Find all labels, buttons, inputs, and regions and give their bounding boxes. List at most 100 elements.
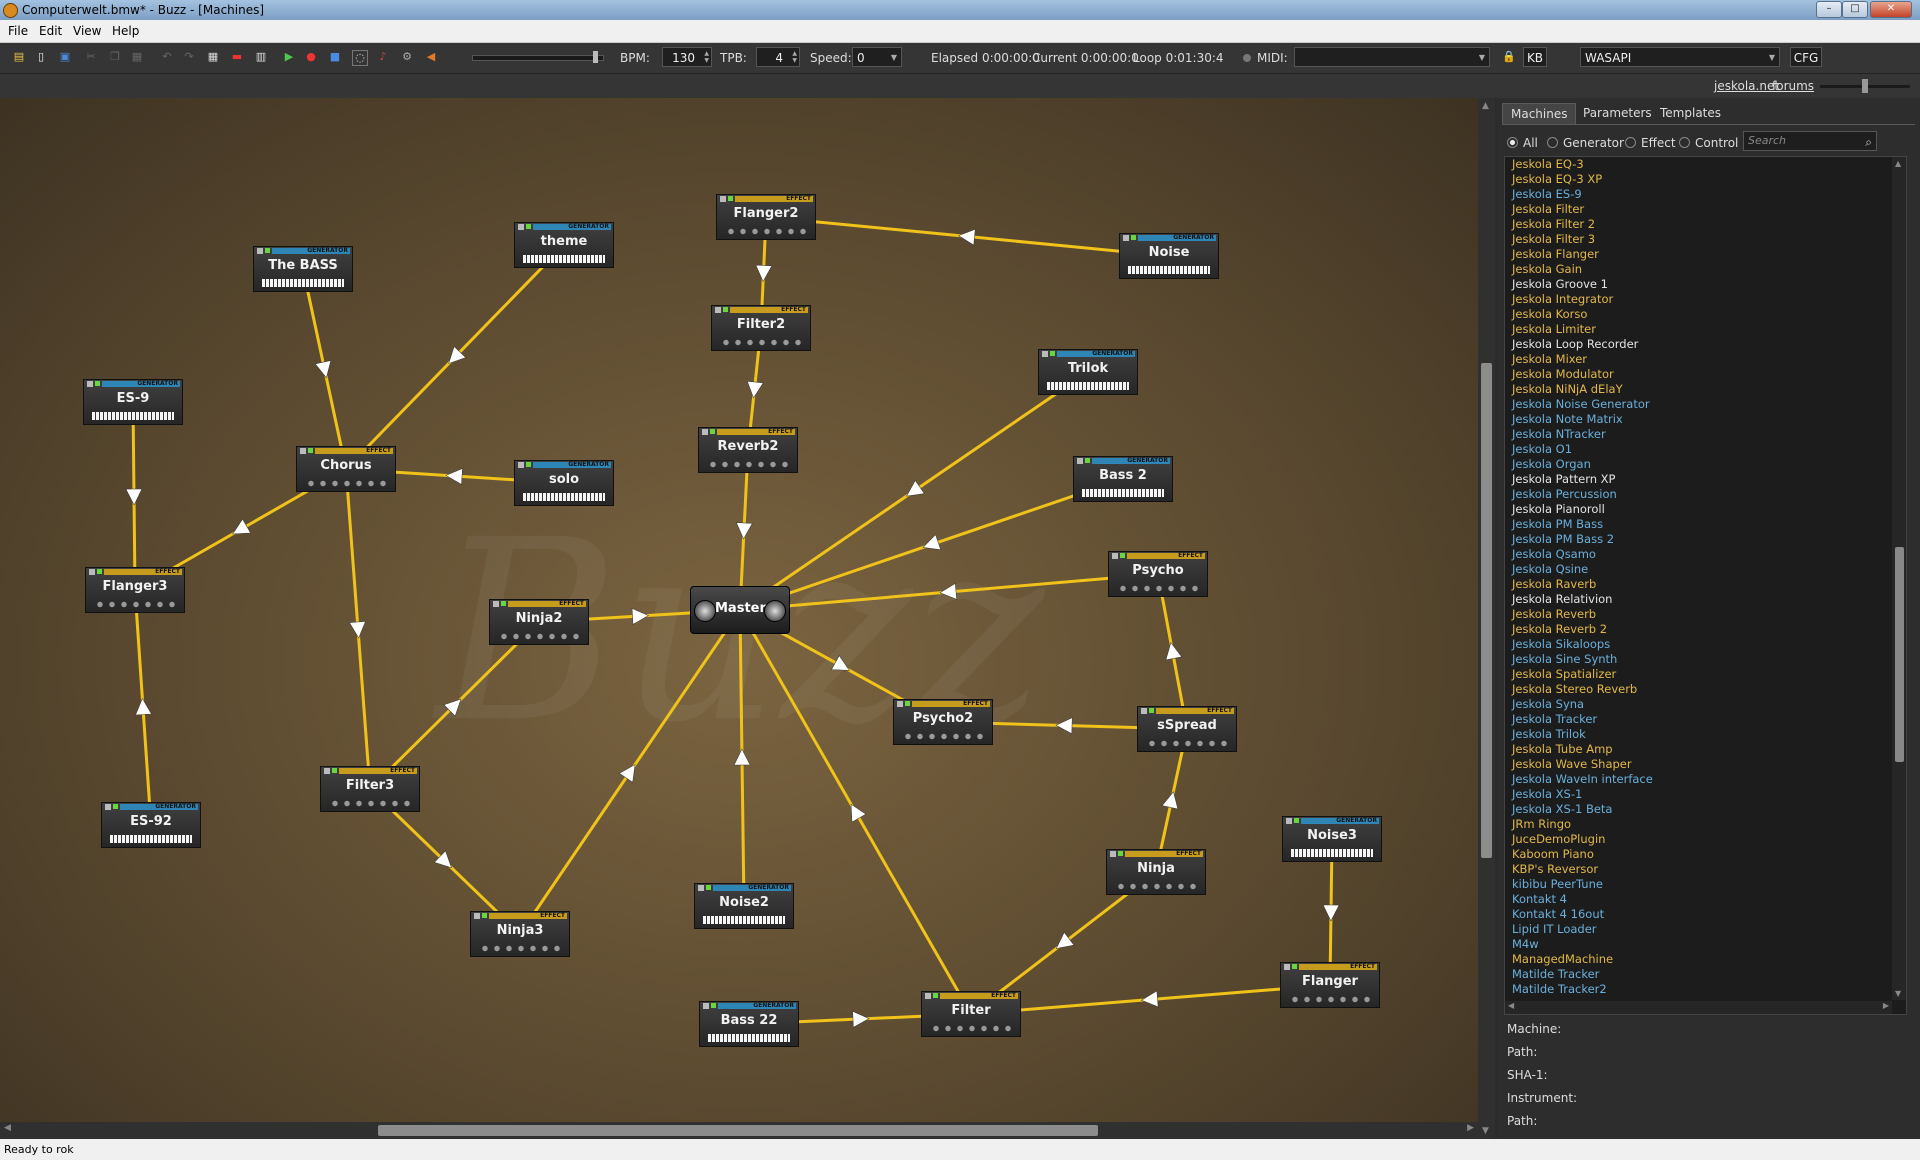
machine-list-item[interactable]: Jeskola NTracker (1512, 427, 1606, 441)
connection-arrow-icon[interactable] (852, 1010, 870, 1028)
machine-list-item[interactable]: Jeskola Mixer (1512, 352, 1588, 366)
connection-arrow-icon[interactable] (746, 380, 764, 399)
filter-effect[interactable]: Effect (1625, 136, 1676, 150)
arrow-left-icon[interactable]: ◀ (1508, 1001, 1515, 1010)
arrow-left-icon[interactable]: ◀ (4, 1123, 11, 1133)
connection-arrow-icon[interactable] (831, 655, 854, 678)
machine-list-item[interactable]: ManagedMachine (1512, 952, 1614, 966)
mute-toggle-icon[interactable] (925, 993, 931, 999)
open-icon[interactable]: ▯ (37, 50, 45, 63)
cfg-button[interactable]: CFG (1790, 47, 1822, 67)
mute-toggle-icon[interactable] (1141, 708, 1147, 714)
mute-toggle-icon[interactable] (1112, 553, 1118, 559)
mute-toggle-icon[interactable] (1077, 458, 1083, 464)
machine-list-item[interactable]: Jeskola Filter 2 (1512, 217, 1596, 231)
machine-list-item[interactable]: Lipid IT Loader (1512, 922, 1597, 936)
buzz-app-icon[interactable] (3, 3, 18, 18)
mute-toggle-icon[interactable] (698, 885, 704, 891)
machine-list-item[interactable]: Jeskola XS-1 Beta (1512, 802, 1613, 816)
filter-all[interactable]: All (1507, 136, 1538, 150)
master-tempo-knob[interactable] (764, 600, 786, 622)
machine-list-item[interactable]: Jeskola Note Matrix (1512, 412, 1623, 426)
connection-arrow-icon[interactable] (631, 607, 650, 625)
tpb-spinner-icon[interactable]: ▲▼ (792, 50, 797, 64)
loop-icon[interactable]: ◌ (352, 50, 368, 66)
mute-toggle-icon[interactable] (720, 196, 726, 202)
arrow-right-icon[interactable]: ▶ (1882, 1001, 1889, 1010)
jeskola-link[interactable]: jeskola.net (1714, 79, 1780, 93)
machine-list-item[interactable]: Jeskola Reverb 2 (1512, 622, 1608, 636)
connection-arrow-icon[interactable] (733, 748, 751, 766)
tpb-input[interactable]: 4▲▼ (756, 47, 800, 67)
machine-list-item[interactable]: kibibu PeerTune (1512, 877, 1603, 891)
machine-list-item[interactable]: Jeskola Filter 3 (1512, 232, 1596, 246)
zoom-slider[interactable] (1820, 79, 1910, 93)
mute-toggle-icon[interactable] (1286, 818, 1292, 824)
tab-machines[interactable]: Machines (1502, 103, 1577, 125)
arrow-right-icon[interactable]: ▶ (1467, 1123, 1474, 1133)
machine-list-item[interactable]: Jeskola Groove 1 (1512, 277, 1608, 291)
machine-list-item[interactable]: Jeskola Loop Recorder (1512, 337, 1639, 351)
stop-icon[interactable]: ■ (329, 50, 341, 63)
machine-list-item[interactable]: Jeskola Sikaloops (1512, 637, 1611, 651)
copy-icon[interactable]: ❐ (110, 50, 120, 63)
machine-list-item[interactable]: Jeskola Stereo Reverb (1512, 682, 1638, 696)
mute-toggle-icon[interactable] (324, 768, 330, 774)
machine-list-item[interactable]: Jeskola Flanger (1512, 247, 1599, 261)
connection-arrow-icon[interactable] (1051, 931, 1075, 954)
mute-toggle-icon[interactable] (518, 462, 524, 468)
machine-list-item[interactable]: Jeskola EQ-3 XP (1512, 172, 1603, 186)
machine-list-item[interactable]: Jeskola PM Bass (1512, 517, 1604, 531)
record-icon[interactable]: ● (306, 50, 316, 63)
mute-toggle-icon[interactable] (703, 1003, 709, 1009)
machine-list-item[interactable]: Jeskola Gain (1512, 262, 1583, 276)
machine-list-item[interactable]: Jeskola Tracker (1512, 712, 1598, 726)
cut-icon[interactable]: ✂ (86, 50, 96, 63)
mute-toggle-icon[interactable] (300, 448, 306, 454)
connection-arrow-icon[interactable] (1322, 904, 1340, 922)
menu-file[interactable]: File (8, 24, 29, 38)
machine-list-item[interactable]: Jeskola ES-9 (1512, 187, 1582, 201)
menu-view[interactable]: View (73, 24, 102, 38)
machine-list-item[interactable]: Jeskola Filter (1512, 202, 1585, 216)
machine-list-item[interactable]: JRm Ringo (1512, 817, 1572, 831)
mute-toggle-icon[interactable] (1042, 351, 1048, 357)
machine-list-item[interactable]: Jeskola Spatializer (1512, 667, 1617, 681)
menu-help[interactable]: Help (112, 24, 140, 38)
audio-driver-select[interactable]: WASAPI▼ (1580, 47, 1780, 67)
connection-arrow-icon[interactable] (134, 697, 152, 716)
sequence-editor-icon[interactable]: ▥ (255, 50, 267, 63)
machine-list-vertical-scrollbar[interactable]: ▲ ▼ (1892, 157, 1906, 1000)
machine-list-item[interactable]: Jeskola Limiter (1512, 322, 1596, 336)
machine-list-item[interactable]: Jeskola Pattern XP (1512, 472, 1616, 486)
machine-list-item[interactable]: Jeskola PM Bass 2 (1512, 532, 1615, 546)
connection-arrow-icon[interactable] (618, 760, 641, 783)
connection-arrow-icon[interactable] (349, 621, 366, 639)
new-icon[interactable]: ▤ (13, 50, 25, 63)
minimize-button[interactable]: – (1816, 1, 1842, 18)
filter-control[interactable]: Control (1679, 136, 1738, 150)
machine-list-item[interactable]: Jeskola Qsine (1512, 562, 1589, 576)
connection-arrow-icon[interactable] (125, 488, 143, 506)
machine-list-item[interactable]: Jeskola O1 (1512, 442, 1573, 456)
machine-list-item[interactable]: Jeskola Sine Synth (1512, 652, 1618, 666)
connection-arrow-icon[interactable] (735, 522, 753, 540)
machine-list-horizontal-scrollbar[interactable]: ◀ ▶ (1505, 1001, 1892, 1014)
connection-arrow-icon[interactable] (1163, 641, 1183, 661)
connection-arrow-icon[interactable] (445, 467, 463, 485)
machine-list-item[interactable]: Jeskola Qsamo (1512, 547, 1596, 561)
machine-list-item[interactable]: Jeskola Trilok (1512, 727, 1586, 741)
mute-toggle-icon[interactable] (105, 804, 111, 810)
machine-list-item[interactable]: Jeskola WaveIn interface (1512, 772, 1653, 786)
master-volume-knob[interactable] (694, 600, 716, 622)
machine-list-item[interactable]: Jeskola Pianoroll (1512, 502, 1605, 516)
menu-edit[interactable]: Edit (39, 24, 63, 38)
